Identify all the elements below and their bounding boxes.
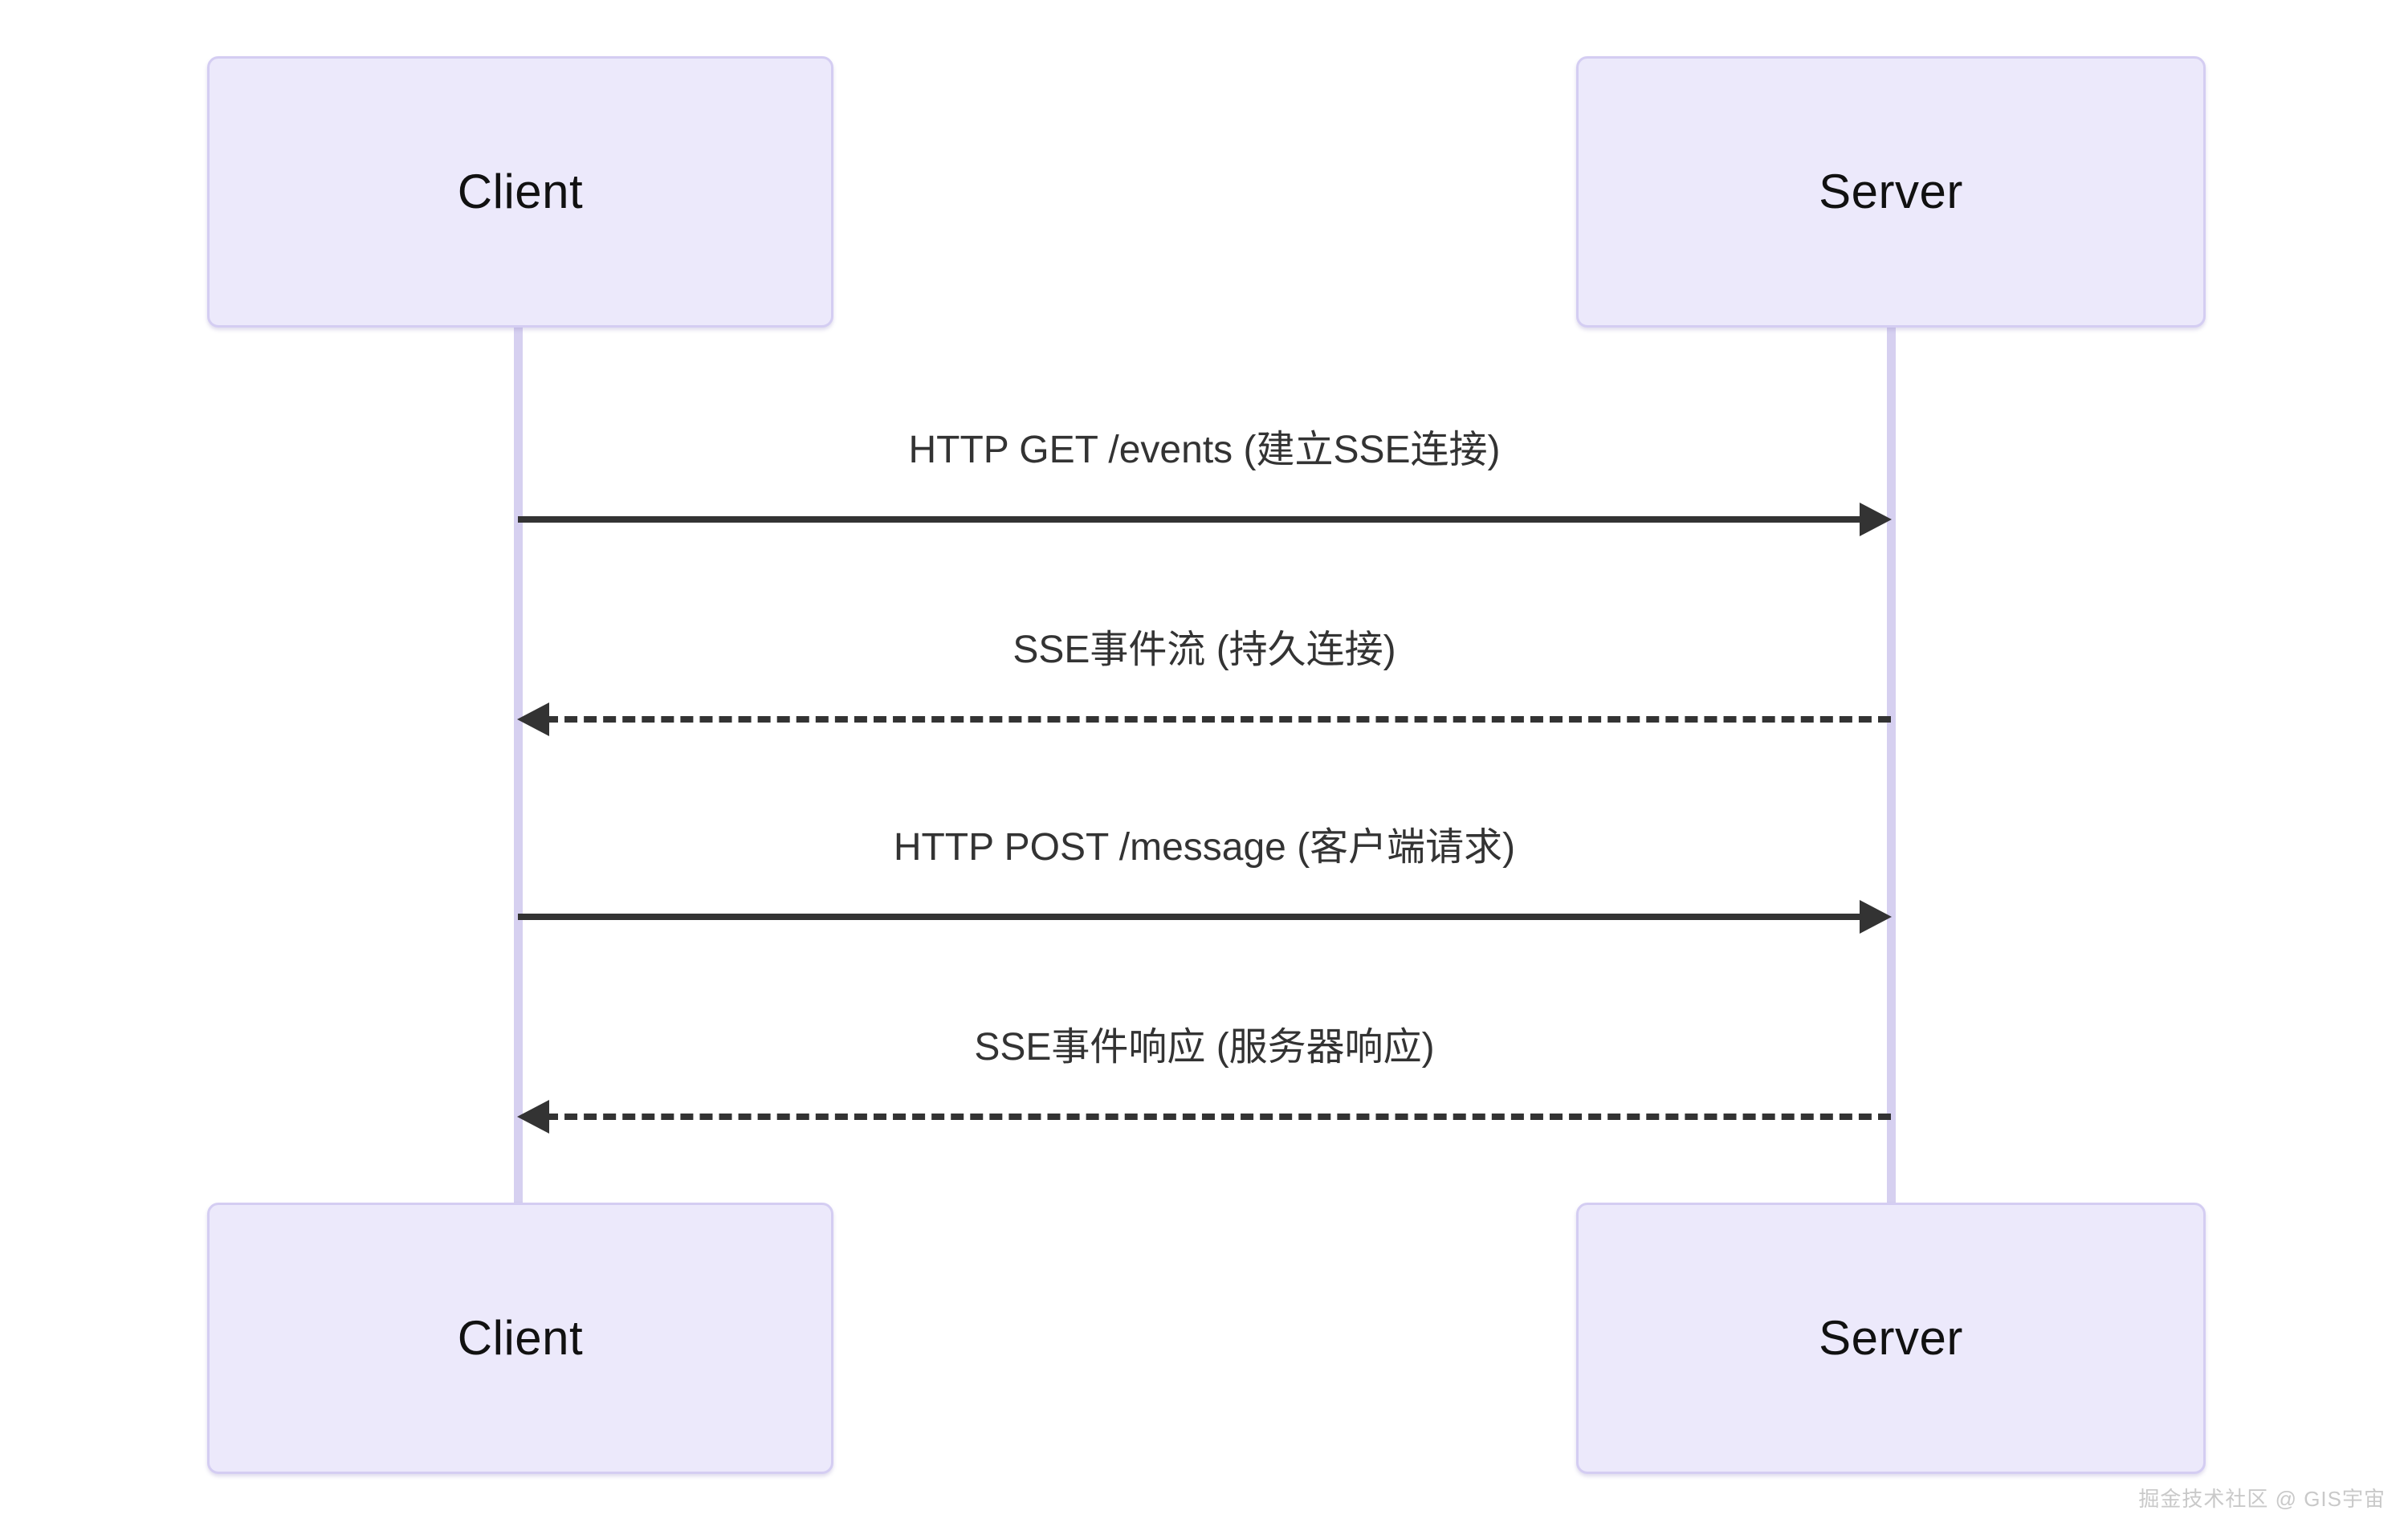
message-3-label: HTTP POST /message (客户端请求) <box>893 826 1516 869</box>
arrowhead-left-icon <box>517 702 549 736</box>
message-1-label: HTTP GET /events (建立SSE连接) <box>908 429 1501 471</box>
message-1-line <box>518 516 1864 523</box>
participant-box-server-bottom[interactable]: Server <box>1576 1203 2206 1474</box>
message-2-line-wrap <box>517 702 1891 736</box>
arrowhead-right-icon <box>1860 900 1892 934</box>
arrowhead-right-icon <box>1860 503 1892 536</box>
arrowhead-left-icon <box>517 1100 549 1134</box>
message-4[interactable]: SSE事件响应 (服务器响应) <box>517 1025 1891 1134</box>
message-3-line <box>518 914 1864 920</box>
message-4-line-wrap <box>517 1100 1891 1134</box>
message-2[interactable]: SSE事件流 (持久连接) <box>517 628 1891 736</box>
message-2-label: SSE事件流 (持久连接) <box>1013 629 1396 671</box>
watermark: 掘金技术社区 @ GIS宇宙 <box>2138 1487 2386 1511</box>
participant-label-client-bottom: Client <box>457 1311 584 1365</box>
message-1[interactable]: HTTP GET /events (建立SSE连接) <box>518 428 1892 536</box>
lifeline-server <box>1887 324 1896 1206</box>
participant-box-server-top[interactable]: Server <box>1576 56 2206 328</box>
participant-label-server-top: Server <box>1819 165 1963 218</box>
participant-box-client-bottom[interactable]: Client <box>207 1203 833 1474</box>
message-4-line <box>545 1114 1891 1120</box>
message-1-line-wrap <box>518 503 1892 536</box>
message-4-label: SSE事件响应 (服务器响应) <box>974 1026 1435 1069</box>
message-3-line-wrap <box>518 900 1892 934</box>
participant-label-server-bottom: Server <box>1819 1311 1963 1365</box>
message-3[interactable]: HTTP POST /message (客户端请求) <box>518 825 1892 934</box>
lifeline-client <box>514 324 523 1206</box>
participant-box-client-top[interactable]: Client <box>207 56 833 328</box>
participant-label-client-top: Client <box>457 165 584 218</box>
message-2-line <box>545 716 1891 723</box>
